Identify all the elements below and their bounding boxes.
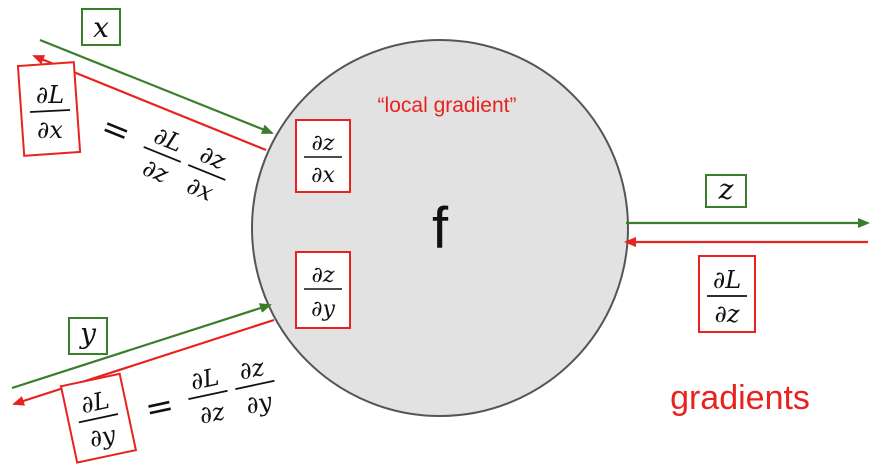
- local-gradient-dz-dy-denominator: ∂y: [311, 297, 335, 322]
- gradient-dl-dz-denominator: ∂z: [714, 300, 739, 328]
- chain-rule-y-term2-denominator: ∂y: [243, 387, 275, 420]
- gradient-dl-dx-denominator: ∂x: [37, 116, 63, 144]
- input-y-label-text: y: [78, 317, 97, 350]
- chain-rule-x-equals: =: [95, 106, 136, 154]
- local-gradient-note: “local gradient”: [378, 94, 517, 117]
- gradient-dl-dy-numerator: ∂L: [78, 386, 112, 419]
- chain-rule-y-term1-numerator: ∂L: [188, 363, 222, 396]
- backward-arrow-y: [12, 318, 275, 406]
- chain-rule-y-term1-denominator: ∂z: [197, 397, 228, 430]
- input-y-label: y: [68, 317, 108, 355]
- local-gradient-dz-dx: ∂z ∂x: [295, 119, 351, 193]
- chain-rule-y-term2-numerator: ∂z: [236, 353, 267, 386]
- forward-arrow-x: [39, 38, 274, 135]
- chain-rule-x-term2-denominator: ∂x: [183, 171, 218, 207]
- chain-rule-x-term1-denominator: ∂z: [139, 153, 173, 188]
- gradient-dl-dx-numerator: ∂L: [36, 81, 64, 109]
- local-gradient-dz-dx-numerator: ∂z: [312, 131, 335, 156]
- input-x-label: x: [81, 8, 121, 46]
- local-gradient-dz-dy-numerator: ∂z: [312, 263, 335, 288]
- chain-rule-y-equals: =: [141, 385, 177, 430]
- gradient-dl-dx: ∂L ∂x: [16, 61, 82, 157]
- gradient-dl-dz: ∂L ∂z: [698, 255, 756, 333]
- gradients-caption: gradients: [670, 379, 810, 417]
- forward-arrow-y: [11, 303, 272, 390]
- chain-rule-y: ∂L ∂y = ∂L ∂z ∂z ∂y: [59, 353, 275, 464]
- output-z-label-text: z: [718, 173, 734, 206]
- gradient-dl-dy-denominator: ∂y: [87, 420, 119, 453]
- node-label: f: [432, 196, 449, 261]
- chain-rule-x: = ∂L ∂z ∂z ∂x: [95, 106, 230, 207]
- output-z-label: z: [705, 173, 747, 208]
- local-gradient-dz-dy: ∂z ∂y: [295, 251, 351, 329]
- gradient-dl-dz-numerator: ∂L: [713, 266, 741, 294]
- input-x-label-text: x: [93, 11, 109, 44]
- local-gradient-dz-dx-denominator: ∂x: [311, 163, 335, 188]
